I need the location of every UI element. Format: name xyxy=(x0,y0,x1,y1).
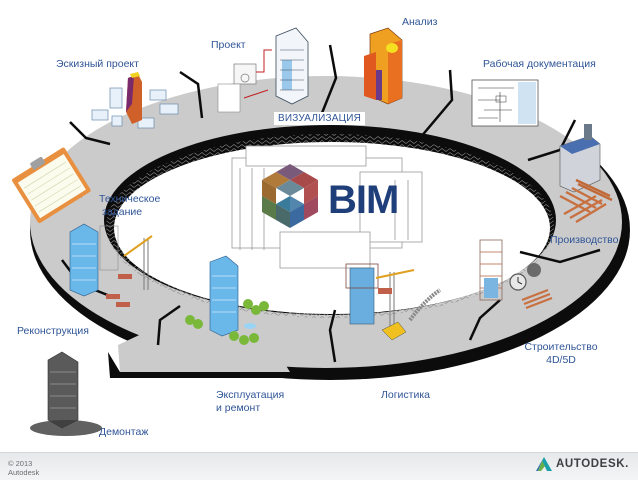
stage-label-demolition: Демонтаж xyxy=(99,426,149,438)
heat-analysis-building-icon xyxy=(364,27,403,105)
stage-label-construction-line2: 4D/5D xyxy=(546,354,576,366)
clipboard-checklist-icon xyxy=(12,147,91,224)
autodesk-wordmark: AUTODESK. xyxy=(556,458,629,470)
segment-dividers xyxy=(39,44,601,363)
renovation-crane-icon xyxy=(69,223,153,307)
visualization-band-label: ВИЗУАЛИЗАЦИЯ xyxy=(274,112,366,125)
stage-label-project: Проект xyxy=(211,39,246,51)
stage-label-analysis: Анализ xyxy=(402,16,438,28)
autodesk-logo: AUTODESK. xyxy=(536,457,629,471)
floor-plan-document-icon xyxy=(471,79,539,127)
footer-bar xyxy=(0,452,638,480)
office-building-park-icon xyxy=(185,255,269,345)
stage-label-brief: Техническое задание xyxy=(99,193,160,219)
stage-label-fabrication: Производство xyxy=(550,234,619,246)
copyright-year: © 2013 xyxy=(8,459,33,468)
bim-cube-logo xyxy=(262,164,318,228)
construction-schedule-cost-icon xyxy=(479,239,553,310)
copyright-notice: © 2013 Autodesk xyxy=(8,459,39,477)
stage-label-sketch: Эскизный проект xyxy=(56,58,139,70)
stage-label-docs: Рабочая документация xyxy=(483,58,596,70)
stage-label-operation-line2: и ремонт xyxy=(216,402,261,414)
stage-label-construction: Строительство 4D/5D xyxy=(523,341,599,367)
bim-title: BIM xyxy=(328,178,399,222)
sketch-buildings-icon xyxy=(91,72,179,129)
crane-excavator-icon xyxy=(345,263,442,341)
demolished-building-icon xyxy=(30,351,102,436)
stage-label-renovation: Реконструкция xyxy=(17,325,89,337)
stage-label-construction-line1: Строительство xyxy=(524,341,598,353)
stage-label-operation-line1: Эксплуатация xyxy=(216,389,285,401)
fabrication-machine-icon xyxy=(559,124,613,224)
design-drawing-icon xyxy=(217,27,309,113)
stage-label-brief-line1: Техническое xyxy=(99,193,161,205)
autodesk-a-icon xyxy=(536,457,552,471)
copyright-holder: Autodesk xyxy=(8,468,40,477)
stage-label-brief-line2: задание xyxy=(102,206,143,218)
stage-label-logistics: Логистика xyxy=(381,389,431,401)
stage-label-operation: Эксплуатация и ремонт xyxy=(216,389,284,415)
